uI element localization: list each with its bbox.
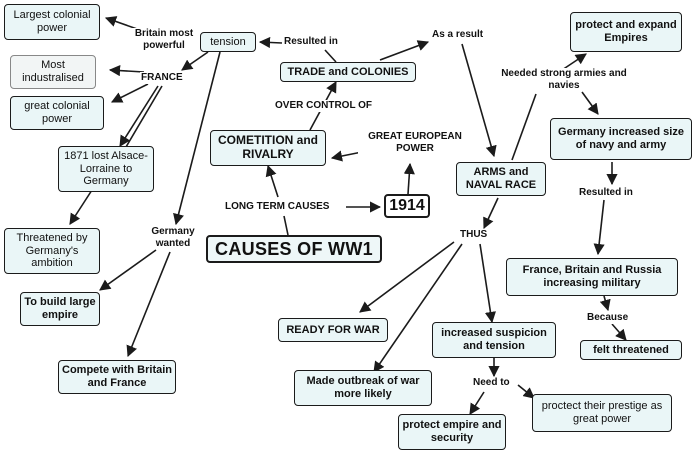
node-largest-colonial-power: Largest colonial power [4, 4, 100, 40]
link-needto-security [469, 391, 485, 415]
node-made-outbreak-likely: Made outbreak of war more likely [294, 370, 432, 406]
link-because-threatened [611, 323, 627, 341]
link-longterm-competition [265, 164, 279, 198]
label-because: Because [586, 312, 630, 324]
label-thus: THUS [459, 229, 489, 241]
label-britain-most-powerful: Britain most powerful [124, 28, 204, 51]
node-compete-britain-france: Compete with Britain and France [58, 360, 176, 394]
label-long-term-causes: LONG TERM CAUSES [224, 201, 331, 213]
node-causes-of-ww1: CAUSES OF WW1 [206, 235, 382, 263]
link-causes-longterm [283, 215, 289, 236]
label-resulted-in: Resulted in [283, 36, 339, 48]
link-military-because [599, 295, 611, 312]
link-france-colonial [110, 83, 149, 103]
node-most-industrialised: Most industralised [10, 55, 96, 89]
link-france-alsace-a [119, 85, 159, 147]
link-1914-european [403, 162, 415, 195]
link-thus-ready [359, 241, 455, 313]
link-resulted-tension [258, 36, 283, 49]
label-over-control: OVER CONTROL OF [274, 100, 374, 112]
node-germany-increased-navy: Germany increased size of navy and army [550, 118, 692, 160]
node-ready-for-war: READY FOR WAR [278, 318, 388, 342]
link-thus-suspicion [479, 243, 497, 324]
node-suspicion-tension: increased suspicion and tension [432, 322, 556, 358]
link-european-competition [330, 150, 363, 162]
node-alsace-lorraine: 1871 lost Alsace-Lorraine to Germany [58, 146, 154, 192]
node-trade-and-colonies: TRADE and COLONIES [280, 62, 416, 82]
link-alsace-threatened [69, 189, 93, 225]
link-resulted-military [593, 199, 605, 256]
node-great-colonial-power: great colonial power [10, 96, 104, 130]
label-france: FRANCE [140, 72, 184, 84]
link-arms-thus [483, 197, 499, 230]
node-protect-prestige: proctect their prestige as great power [532, 394, 672, 432]
link-needto-prestige [517, 384, 535, 399]
link-france-industrial [108, 65, 145, 77]
node-protect-expand-empires: protect and expand Empires [570, 12, 682, 52]
node-felt-threatened: felt threatened [580, 340, 682, 360]
link-germany-empire [99, 249, 157, 291]
link-france-alsace-b [125, 85, 163, 148]
node-increasing-military: France, Britain and Russia increasing mi… [506, 258, 678, 296]
label-as-a-result: As a result [431, 29, 485, 41]
label-great-european-power: GREAT EUROPEAN POWER [358, 131, 472, 154]
link-needed-germany [581, 91, 599, 115]
node-threatened-by-ambition: Threatened by Germany's ambition [4, 228, 100, 274]
link-asresult-arms [461, 43, 497, 158]
link-tension-france [181, 51, 209, 71]
node-arms-naval-race: ARMS and NAVAL RACE [456, 162, 546, 196]
label-germany-wanted: Germany wanted [144, 226, 202, 249]
node-1914: 1914 [384, 194, 430, 218]
link-tension-germany [173, 51, 221, 226]
link-thus-outbreak [373, 243, 463, 373]
node-competition-rivalry: COMETITION and RIVALRY [210, 130, 326, 166]
link-trade-resulted [324, 49, 337, 63]
label-need-to: Need to [472, 377, 511, 389]
label-resulted-in-2: Resulted in [578, 187, 634, 199]
link-arms-needed [511, 93, 537, 161]
link-germany-compete [126, 251, 171, 358]
node-build-large-empire: To build large empire [20, 292, 100, 326]
link-trade-asresult [379, 40, 430, 61]
node-protect-empire-security: protect empire and security [398, 414, 506, 450]
label-needed-armies: Needed strong armies and navies [496, 68, 632, 91]
node-tension: tension [200, 32, 256, 52]
